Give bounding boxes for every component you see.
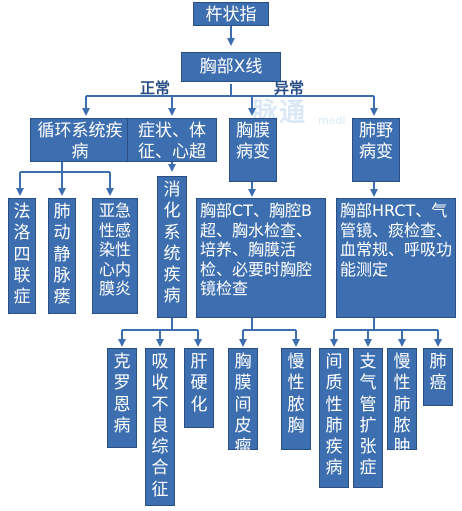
node-pulmonary-avf: 肺 动 静 脉 瘘 <box>48 198 76 314</box>
node-chest-xray-text: 胸部X线 <box>199 57 263 77</box>
node-lung-cancer: 肺 癌 <box>423 348 453 406</box>
node-lung-tests: 胸部HRCT、气管镜、痰检查、血常规、呼吸功能测定 <box>336 198 456 318</box>
node-digestive: 消 化 系 统 疾 病 <box>157 176 187 318</box>
label-abnormal: 异常 <box>274 79 305 97</box>
node-lung-disease: 肺野病变 <box>352 118 400 182</box>
node-pleural-tests-text: 胸部CT、胸腔B超、胸水检查、培养、胸膜活检、必要时胸腔镜检查 <box>200 201 313 299</box>
node-bronchiectasis: 支 气 管 扩 张 症 <box>353 348 383 488</box>
node-bronchiectasis-text: 支 气 管 扩 张 症 <box>359 352 377 479</box>
node-lung-abscess-text: 慢 性 肺 脓 肿 <box>393 352 411 457</box>
node-symptoms: 症状、体征、心超 <box>127 118 217 162</box>
node-chronic-empyema: 慢 性 脓 胸 <box>281 348 311 450</box>
label-normal: 正常 <box>140 79 171 97</box>
node-pleural-tests: 胸部CT、胸腔B超、胸水检查、培养、胸膜活检、必要时胸腔镜检查 <box>196 198 326 318</box>
node-lung-abscess: 慢 性 肺 脓 肿 <box>387 348 417 457</box>
node-endocarditis: 亚急性感染性心内膜炎 <box>92 198 138 314</box>
node-pulmonary-avf-text: 肺 动 静 脉 瘘 <box>53 202 71 307</box>
node-mesothelioma: 胸 膜 间 皮 瘤 <box>228 348 258 457</box>
node-interstitial-lung: 间 质 性 肺 疾 病 <box>319 348 349 488</box>
node-cirrhosis: 肝 硬 化 <box>184 348 214 428</box>
node-tetralogy-fallot: 法 洛 四 联 症 <box>8 198 36 314</box>
node-lung-disease-text: 肺野病变 <box>359 121 393 162</box>
node-pleural-disease-text: 胸膜病变 <box>236 121 270 162</box>
node-circulatory: 循环系统疾病 <box>30 118 130 162</box>
node-crohn-text: 克 罗 恩 病 <box>113 352 131 436</box>
watermark-subtext: medl <box>318 114 346 127</box>
node-lung-tests-text: 胸部HRCT、气管镜、痰检查、血常规、呼吸功能测定 <box>340 201 453 279</box>
node-symptoms-text: 症状、体征、心超 <box>138 121 206 162</box>
node-cirrhosis-text: 肝 硬 化 <box>190 352 208 415</box>
node-pleural-disease: 胸膜病变 <box>229 118 277 182</box>
node-clubbing-text: 杵状指 <box>205 5 257 25</box>
node-digestive-text: 消 化 系 统 疾 病 <box>163 180 181 307</box>
node-chest-xray: 胸部X线 <box>181 52 281 82</box>
node-crohn: 克 罗 恩 病 <box>107 348 137 448</box>
node-malabsorption-text: 吸 收 不 良 综 合 征 <box>151 352 169 500</box>
node-chronic-empyema-text: 慢 性 脓 胸 <box>287 352 305 436</box>
node-clubbing: 杵状指 <box>193 2 269 26</box>
node-endocarditis-text: 亚急性感染性心内膜炎 <box>98 201 131 299</box>
node-interstitial-lung-text: 间 质 性 肺 疾 病 <box>325 352 343 479</box>
node-circulatory-text: 循环系统疾病 <box>37 121 123 162</box>
node-malabsorption: 吸 收 不 良 综 合 征 <box>145 348 175 506</box>
node-tetralogy-fallot-text: 法 洛 四 联 症 <box>13 202 31 307</box>
node-lung-cancer-text: 肺 癌 <box>429 352 447 394</box>
node-mesothelioma-text: 胸 膜 间 皮 瘤 <box>234 352 252 457</box>
